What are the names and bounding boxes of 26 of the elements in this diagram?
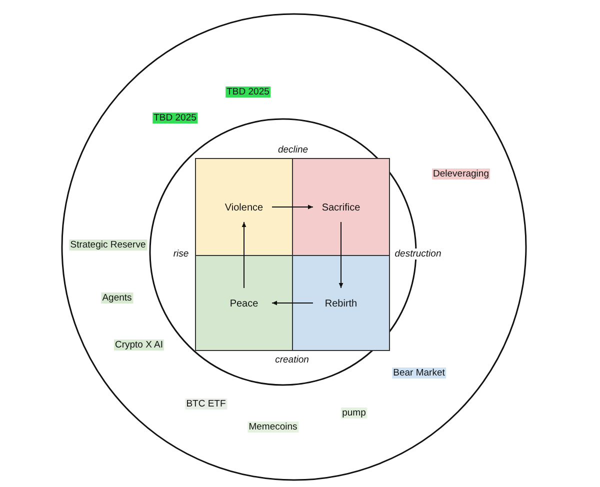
topic-tag: Strategic Reserve xyxy=(69,240,147,250)
topic-tag: Crypto X AI xyxy=(114,340,164,350)
axis-label: rise xyxy=(172,248,190,260)
topic-tag: TBD 2025 xyxy=(152,112,198,124)
arrow xyxy=(338,222,344,288)
topic-tag: Bear Market xyxy=(392,368,446,378)
arrow xyxy=(242,222,246,288)
topic-tag: TBD 2025 xyxy=(226,86,270,98)
topic-tag: Deleveraging xyxy=(432,168,490,180)
quadrant xyxy=(292,255,390,351)
arrow xyxy=(272,204,314,210)
axis-label: creation xyxy=(274,354,310,366)
quadrant xyxy=(195,158,293,256)
arrow xyxy=(272,300,314,306)
quadrant-label: Rebirth xyxy=(324,298,358,310)
quadrant-label: Sacrifice xyxy=(320,202,362,214)
quadrant xyxy=(195,255,293,351)
topic-tag: BTC ETF xyxy=(185,398,227,410)
topic-tag: Memecoins xyxy=(248,422,298,432)
quadrant-label: Violence xyxy=(224,202,264,214)
topic-tag: pump xyxy=(341,408,367,418)
axis-label: destruction xyxy=(394,248,442,260)
quadrant xyxy=(292,158,390,256)
topic-tag: Agents xyxy=(101,292,133,304)
axis-label: decline xyxy=(276,144,310,156)
quadrant-label: Peace xyxy=(228,298,260,310)
